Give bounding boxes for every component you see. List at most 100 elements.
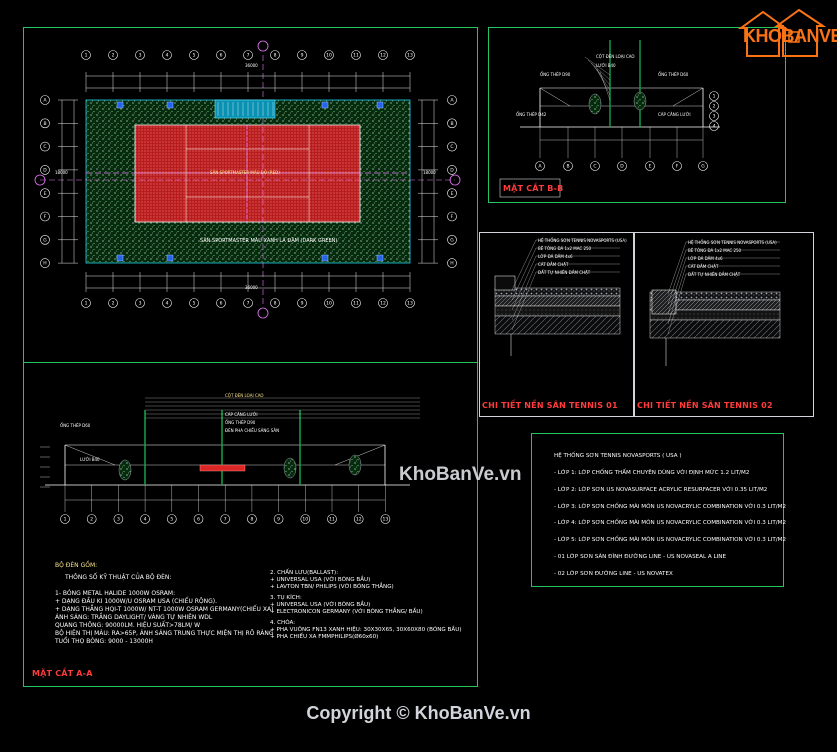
svg-text:11: 11 — [353, 53, 359, 59]
right-dimension: 18000 — [423, 170, 436, 175]
grid-bubble-top: 11 — [351, 50, 361, 60]
light-pole-marker — [116, 254, 124, 262]
lighting-left-4: QUANG THÔNG: 90000LM. HIỆU SUẤT>78LM/ W — [55, 622, 201, 629]
bottom-dimension: 36000 — [245, 285, 258, 290]
svg-text:F: F — [451, 214, 454, 220]
logo-text: KHOBANVE — [743, 26, 837, 46]
top-dimension: 36000 — [245, 63, 258, 68]
aa-grid-bubble: 8 — [247, 514, 257, 524]
paint-layer-1: - LỚP 2: LỚP SƠN US NOVASURFACE ACRYLIC … — [554, 486, 768, 493]
svg-text:9: 9 — [277, 517, 280, 523]
bb-level-bubble: 4 — [709, 121, 719, 131]
svg-text:2: 2 — [112, 301, 115, 307]
lighting-left-6: TUỔI THỌ BÓNG: 9000 - 13000H — [55, 638, 153, 645]
d2-layer-1: BÊ TÔNG ĐÁ 1x2 MAC 250 — [688, 248, 742, 253]
aa-grid-bubble: 7 — [220, 514, 230, 524]
svg-text:B: B — [450, 121, 453, 127]
svg-text:6: 6 — [220, 53, 223, 59]
svg-text:E: E — [649, 164, 652, 170]
grid-bubble-right: D — [447, 165, 457, 175]
grid-bubble-top: 2 — [108, 50, 118, 60]
svg-text:G: G — [450, 237, 454, 243]
grid-bubble-bottom: 13 — [405, 298, 415, 308]
grid-bubble-left: A — [40, 95, 50, 105]
aa-grid-bubble: 9 — [273, 514, 284, 524]
svg-text:6: 6 — [197, 517, 200, 523]
grid-bubble-bottom: 8 — [270, 298, 280, 308]
grid-bubble-bottom: 3 — [135, 298, 145, 308]
light-pole-marker — [116, 101, 124, 109]
svg-text:10: 10 — [326, 53, 332, 59]
light-pole-marker — [166, 254, 174, 262]
grid-bubble-bottom: 2 — [108, 298, 118, 308]
aa-grid-bubble: 6 — [193, 514, 204, 524]
grid-bubble-top: 8 — [270, 50, 280, 60]
watermark-footer: Copyright © KhoBanVe.vn — [306, 703, 531, 723]
svg-text:E: E — [44, 191, 47, 197]
aa-label-1: CÁP CĂNG LƯỚI — [225, 412, 258, 417]
svg-text:13: 13 — [407, 53, 413, 59]
section-aa-frame — [23, 362, 478, 687]
aa-label-3: ỐNG THÉP D60 — [60, 423, 91, 428]
bb-level-bubble: 3 — [709, 111, 719, 121]
green-banner-label: SÂN SPORTMASTER MÀU XANH LÁ ĐẬM (DARK GR… — [200, 238, 338, 244]
paint-layer-5: - 01 LỚP SƠN SÀN ĐÌNH ĐƯỜNG LINE - US NO… — [554, 553, 726, 560]
grid-bubble-top: 1 — [81, 50, 91, 60]
svg-text:D: D — [620, 164, 624, 170]
svg-text:8: 8 — [274, 53, 277, 59]
svg-text:G: G — [43, 237, 47, 243]
svg-text:10: 10 — [302, 517, 308, 523]
aa-grid-bubble: 13 — [380, 514, 391, 524]
bb-level-bubble: 1 — [709, 91, 719, 101]
grid-bubble-bottom: 11 — [351, 298, 361, 308]
detail-02-section — [649, 241, 781, 366]
bb-grid-bubble: C — [590, 161, 600, 171]
aa-grid-bubble: 12 — [353, 514, 364, 524]
detail-02-frame — [634, 232, 814, 417]
svg-text:A: A — [450, 98, 454, 104]
detail-01-title: CHI TIẾT NỀN SÂN TENNIS 01 — [482, 401, 618, 410]
light-pole-marker — [376, 254, 384, 262]
svg-text:H: H — [43, 261, 46, 267]
svg-text:1: 1 — [64, 517, 67, 523]
bb-grid-bubble: G — [698, 161, 708, 171]
svg-text:C: C — [43, 144, 46, 150]
svg-text:D: D — [450, 168, 454, 174]
light-pole-marker — [321, 101, 329, 109]
lighting-right-4: + UNIVERSAL USA (VỚI BÓNG BẦU) — [270, 602, 371, 608]
svg-text:2: 2 — [90, 517, 93, 523]
axis-marker-b — [449, 174, 461, 186]
svg-text:G: G — [701, 164, 705, 170]
svg-text:4: 4 — [713, 124, 716, 130]
aa-label-0: CỘT ĐÈN LOẠI CAO — [225, 393, 264, 398]
svg-text:6: 6 — [220, 301, 223, 307]
grid-bubble-bottom: 9 — [297, 298, 307, 308]
aa-grid-bubble: 5 — [167, 514, 177, 524]
lighting-left-0: 1- BÓNG METAL HALIDE 1000W OSRAM: — [55, 590, 176, 597]
bb-label-3: ỐNG THÉP D42 — [516, 112, 547, 117]
svg-text:8: 8 — [250, 517, 253, 523]
grid-bubble-right: A — [447, 95, 457, 105]
bb-grid-bubble: F — [672, 161, 682, 171]
paint-layer-2: - LỚP 3: LỚP SƠN CHỐNG MÀI MÒN US NOVACR… — [554, 503, 787, 510]
svg-text:13: 13 — [383, 517, 389, 523]
paint-spec-heading: HỆ THỐNG SƠN TENNIS NOVASPORTS ( USA ) — [554, 453, 682, 459]
bb-grid-bubble: D — [617, 161, 627, 171]
svg-text:9: 9 — [301, 53, 304, 59]
grid-bubble-left: H — [40, 258, 50, 268]
court-label: SÂN SPORTMASTER MÀU ĐỎ (RED) — [210, 170, 280, 175]
d2-layer-3: CÁT ĐẦM CHẶT — [688, 264, 719, 269]
svg-text:12: 12 — [380, 301, 386, 307]
grid-bubble-top: 9 — [297, 50, 307, 60]
light-pole-marker — [376, 101, 384, 109]
grid-bubble-left: D — [40, 165, 50, 175]
bb-grid-bubble: A — [535, 161, 545, 171]
grid-bubble-top: 7 — [243, 50, 253, 60]
svg-text:12: 12 — [380, 53, 386, 59]
logo-icon — [737, 8, 827, 57]
grid-bubble-left: B — [40, 118, 50, 129]
svg-text:B: B — [43, 121, 46, 127]
svg-text:A: A — [538, 164, 542, 170]
